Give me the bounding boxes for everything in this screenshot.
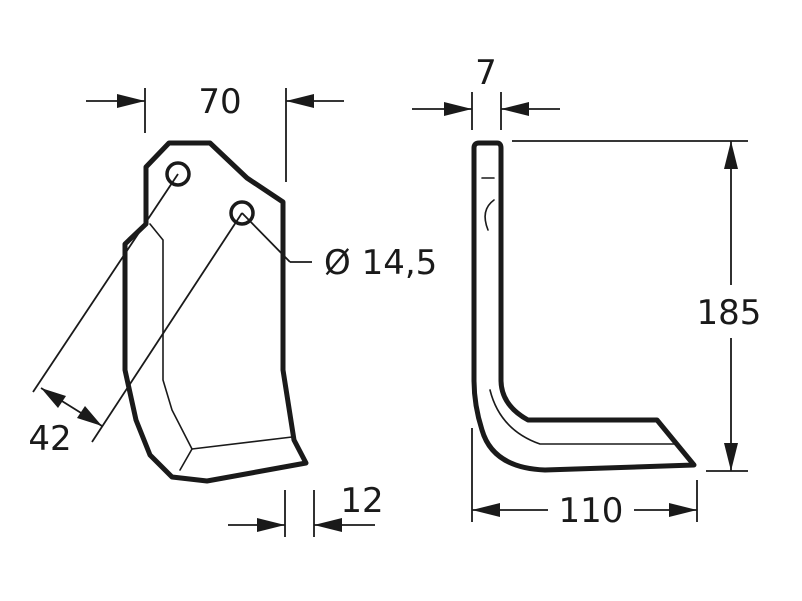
front-blade-bottom-bevel bbox=[191, 436, 293, 450]
side-view bbox=[471, 140, 697, 473]
front-blade-outline bbox=[122, 140, 309, 484]
dimension-hole-diameter: Ø 14,5 bbox=[241, 212, 437, 283]
dimension-thickness: 7 bbox=[412, 53, 560, 130]
dimension-tip-width: 12 bbox=[228, 481, 384, 537]
side-blade-inner-edge bbox=[489, 389, 677, 445]
dimension-label-185: 185 bbox=[697, 293, 762, 333]
dimension-width-top: 70 bbox=[86, 82, 344, 182]
front-view bbox=[122, 140, 309, 484]
dimension-hole-spacing: 42 bbox=[28, 173, 243, 459]
dimension-label-110: 110 bbox=[559, 491, 624, 531]
dimension-label-7: 7 bbox=[475, 53, 497, 93]
dimension-height: 185 bbox=[512, 140, 762, 472]
front-blade-bevel-line bbox=[149, 223, 193, 450]
dimension-label-12: 12 bbox=[340, 481, 383, 521]
front-blade-tip-edge bbox=[179, 448, 193, 471]
side-blade-inner-curve-top bbox=[484, 199, 495, 231]
dimension-label-70: 70 bbox=[198, 82, 241, 122]
dimension-label-hole-diameter: Ø 14,5 bbox=[324, 243, 437, 283]
dimension-foot-length: 110 bbox=[471, 428, 698, 531]
side-blade-outline bbox=[471, 140, 697, 473]
dimension-label-42: 42 bbox=[28, 419, 71, 459]
